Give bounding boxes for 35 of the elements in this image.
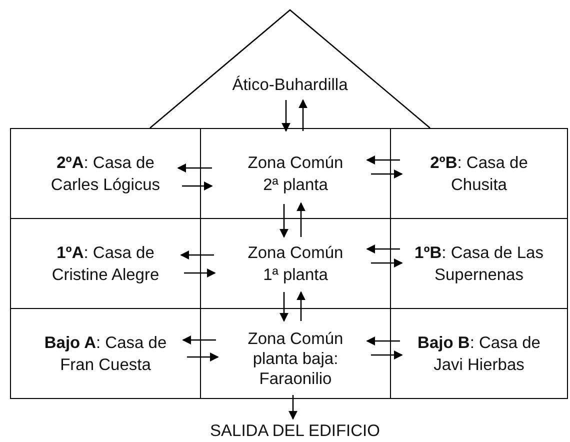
arrow: [371, 350, 403, 360]
room-label: Zona Común 1ª planta: [246, 242, 344, 286]
room-label: Zona Común 2ª planta: [246, 152, 344, 196]
arrow: [298, 99, 308, 131]
arrow: [280, 204, 288, 238]
arrow: [296, 291, 306, 321]
room-label: Bajo A: Casa de Fran Cuesta: [43, 332, 168, 376]
exit-text: SALIDA DEL EDIFICIO: [209, 421, 381, 442]
arrow: [371, 258, 403, 268]
room-label: 2ºB: Casa de Chusita: [429, 152, 529, 196]
floor-cell: [10, 128, 201, 219]
floor-cell: [390, 128, 568, 219]
floor-cell: [10, 308, 201, 399]
arrow: [182, 336, 216, 344]
arrow: [296, 202, 306, 237]
room-label: 2ºA: Casa de Carles Lógicus: [50, 152, 162, 196]
arrow: [282, 100, 290, 132]
room-label: Zona Común planta baja: Faraonilio: [246, 328, 344, 388]
arrow: [187, 352, 219, 362]
arrow: [371, 170, 403, 178]
arrow: [177, 164, 212, 172]
arrow: [180, 250, 214, 260]
room-label: Ático-Buhardilla: [231, 74, 349, 96]
attic-roof: [150, 10, 430, 128]
arrow: [366, 244, 400, 254]
arrow: [280, 292, 288, 322]
room-label: 1ºA: Casa de Cristine Alegre: [50, 242, 160, 286]
room-label: Bajo B: Casa de Javi Hierbas: [416, 332, 542, 376]
arrow: [288, 395, 298, 420]
arrow: [366, 336, 400, 346]
arrow: [182, 182, 213, 190]
room-label: 1ºB: Casa de Las Supernenas: [414, 242, 544, 286]
arrow: [184, 268, 216, 278]
floor-cell: [390, 308, 568, 399]
arrow: [366, 156, 400, 164]
